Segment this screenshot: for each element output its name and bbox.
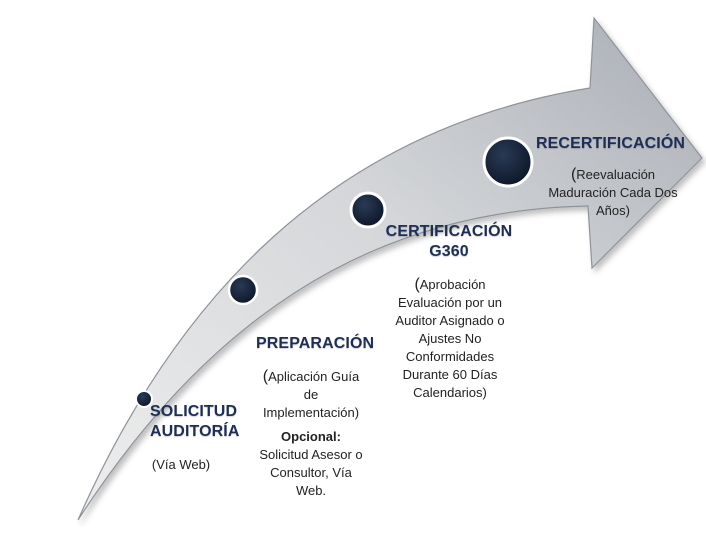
stage-2-optional-line3: Web. bbox=[295, 483, 327, 498]
stage-1-title-line2: AUDITORÍA bbox=[150, 423, 240, 440]
stage-2-desc-line2: de bbox=[303, 387, 319, 402]
stage-4-title: RECERTIFICACIÓN bbox=[536, 134, 685, 154]
curved-arrow bbox=[77, 16, 703, 521]
stage-4-desc-line2: Maduración Cada Dos bbox=[548, 185, 678, 200]
stage-3-desc-line3: Auditor Asignado o bbox=[395, 313, 505, 328]
stage-marker-4 bbox=[482, 136, 534, 188]
stage-4-desc: (Reevaluación Maduración Cada Dos Años) bbox=[540, 166, 686, 220]
stage-marker-3 bbox=[349, 191, 387, 229]
stage-3-desc-line2: Evaluación por un bbox=[397, 295, 503, 310]
stage-2-title: PREPARACIÓN bbox=[256, 334, 374, 354]
stage-2-optional-line2: Consultor, Vía bbox=[270, 465, 352, 480]
stage-3-title-line2: G360 bbox=[429, 243, 469, 260]
stage-1-title: SOLICITUD AUDITORÍA bbox=[150, 402, 240, 442]
stage-1-title-line1: SOLICITUD bbox=[150, 403, 238, 420]
stage-2-desc-line1: Aplicación Guía bbox=[268, 369, 360, 384]
stage-2-optional-label: Opcional: bbox=[281, 429, 341, 444]
stage-4-desc-line3: Años) bbox=[596, 203, 630, 218]
stage-2-optional-line1: Solicitud Asesor o bbox=[259, 447, 363, 462]
stage-2-desc-paren: ( bbox=[262, 368, 269, 385]
stage-4-desc-paren: ( bbox=[570, 166, 577, 183]
stage-2-title-text: PREPARACIÓN bbox=[256, 335, 375, 352]
stage-3-desc-line1: Aprobación bbox=[419, 277, 486, 292]
stage-3-desc: (Aprobación Evaluación por un Auditor As… bbox=[380, 276, 520, 402]
stage-2-desc-line3: Implementación) bbox=[262, 405, 360, 420]
stage-4-desc-line1: Reevaluación bbox=[576, 167, 656, 182]
stage-3-desc-line5: Conformidades bbox=[405, 349, 495, 364]
stage-3-desc-line4: Ajustes No bbox=[418, 331, 482, 346]
stage-marker-2 bbox=[227, 274, 259, 306]
stage-3-desc-paren: ( bbox=[414, 276, 420, 293]
stage-2-desc: (Aplicación Guía de Implementación) Opci… bbox=[246, 368, 376, 500]
stage-1-desc-text: (Vía Web) bbox=[151, 457, 211, 472]
stage-3-desc-line7: Calendarios) bbox=[413, 385, 487, 400]
stage-3-desc-line6: Durante 60 Días bbox=[402, 367, 498, 382]
stage-1-desc: (Vía Web) bbox=[146, 456, 216, 474]
stage-3-title: CERTIFICACIÓN G360 bbox=[384, 222, 514, 262]
stage-marker-1 bbox=[135, 390, 153, 408]
stage-4-title-text: RECERTIFICACIÓN bbox=[536, 135, 686, 152]
stage-3-title-line1: CERTIFICACIÓN bbox=[385, 223, 513, 240]
